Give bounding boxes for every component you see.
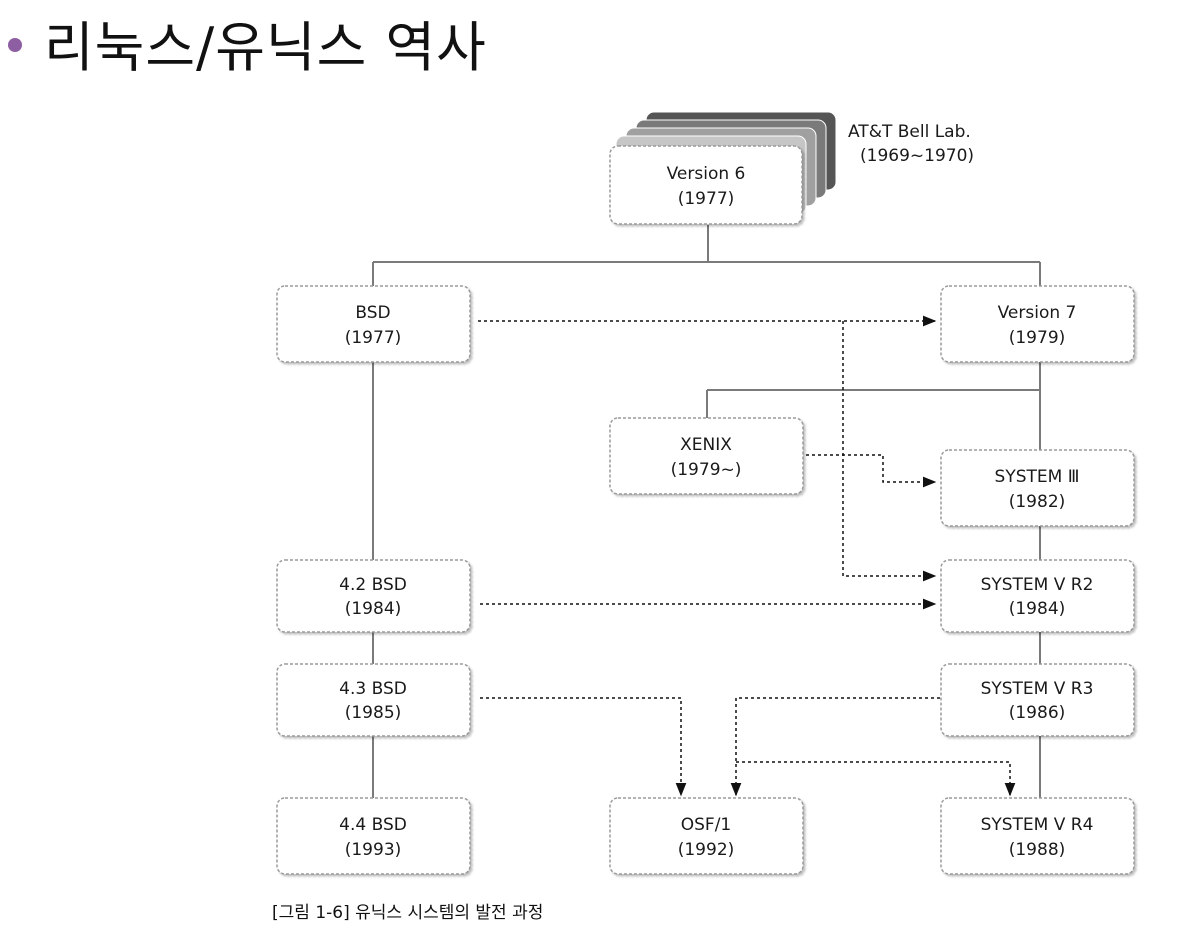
node-osf-1-year: (1992) bbox=[678, 840, 735, 860]
node-xenix-year: (1979~) bbox=[671, 460, 742, 480]
att-annotation-line1: AT&T Bell Lab. bbox=[848, 122, 971, 142]
arrow-bsd-to-s5r2 bbox=[842, 321, 937, 582]
solid-connectors bbox=[372, 225, 1041, 798]
node-4-4-bsd-name: 4.4 BSD bbox=[339, 815, 407, 835]
node-4-3-bsd-year: (1985) bbox=[345, 703, 402, 723]
node-osf-1: OSF/1 (1992) bbox=[609, 797, 804, 875]
node-version-6: Version 6 (1977) bbox=[609, 145, 803, 225]
node-version-7-year: (1979) bbox=[1009, 328, 1066, 348]
node-system-5-r4: SYSTEM V R4 (1988) bbox=[940, 797, 1135, 875]
node-system-5-r4-name: SYSTEM V R4 bbox=[981, 815, 1094, 835]
node-system-3-name: SYSTEM Ⅲ bbox=[995, 467, 1080, 487]
node-system-5-r3-year: (1986) bbox=[1009, 703, 1066, 723]
node-system-5-r3: SYSTEM V R3 (1986) bbox=[940, 663, 1135, 737]
arrow-43bsd-to-osf bbox=[480, 697, 687, 797]
node-system-3-year: (1982) bbox=[1009, 492, 1066, 512]
node-4-4-bsd-box bbox=[276, 797, 471, 875]
att-annotation: AT&T Bell Lab. (1969~1970) bbox=[848, 122, 974, 166]
node-system-5-r3-box bbox=[940, 663, 1135, 737]
node-version-6-name: Version 6 bbox=[667, 164, 746, 184]
node-4-3-bsd-name: 4.3 BSD bbox=[339, 679, 407, 699]
nodes: Version 6 (1977) BSD (1977) Version 7 (1… bbox=[276, 145, 1135, 875]
node-version-7-box bbox=[940, 285, 1135, 363]
node-system-3-box bbox=[940, 449, 1135, 527]
arrow-s5r3-to-s5r4 bbox=[736, 761, 1016, 797]
node-osf-1-box bbox=[609, 797, 804, 875]
dotted-arrows bbox=[478, 315, 1016, 797]
node-system-3: SYSTEM Ⅲ (1982) bbox=[940, 449, 1135, 527]
node-bsd-box bbox=[276, 285, 471, 363]
node-version-7: Version 7 (1979) bbox=[940, 285, 1135, 363]
page-title: 리눅스/유닉스 역사 bbox=[44, 15, 487, 79]
node-version-6-box bbox=[609, 145, 803, 225]
node-4-3-bsd-box bbox=[276, 663, 471, 737]
node-4-4-bsd: 4.4 BSD (1993) bbox=[276, 797, 471, 875]
page-header: 리눅스/유닉스 역사 bbox=[8, 2, 487, 82]
node-4-2-bsd-box bbox=[276, 559, 471, 633]
bullet-icon bbox=[8, 38, 22, 52]
node-bsd-name: BSD bbox=[355, 303, 390, 323]
node-version-7-name: Version 7 bbox=[998, 303, 1077, 323]
node-system-5-r4-year: (1988) bbox=[1009, 840, 1066, 860]
node-4-2-bsd-year: (1984) bbox=[345, 599, 402, 619]
node-xenix-name: XENIX bbox=[680, 435, 732, 455]
node-system-5-r2-name: SYSTEM V R2 bbox=[981, 575, 1094, 595]
node-system-5-r2-box bbox=[940, 559, 1135, 633]
node-4-2-bsd-name: 4.2 BSD bbox=[339, 575, 407, 595]
node-xenix: XENIX (1979~) bbox=[609, 417, 804, 495]
node-system-5-r2: SYSTEM V R2 (1984) bbox=[940, 559, 1135, 633]
node-xenix-box bbox=[609, 417, 804, 495]
node-version-6-year: (1977) bbox=[678, 189, 735, 209]
node-system-5-r2-year: (1984) bbox=[1009, 599, 1066, 619]
node-bsd-year: (1977) bbox=[345, 328, 402, 348]
node-4-3-bsd: 4.3 BSD (1985) bbox=[276, 663, 471, 737]
node-system-5-r3-name: SYSTEM V R3 bbox=[981, 679, 1094, 699]
node-bsd: BSD (1977) bbox=[276, 285, 471, 363]
figure-caption: [그림 1-6] 유닉스 시스템의 발전 과정 bbox=[272, 903, 544, 923]
att-annotation-line2: (1969~1970) bbox=[860, 146, 974, 166]
node-4-4-bsd-year: (1993) bbox=[345, 840, 402, 860]
arrow-s5r3-to-osf bbox=[730, 697, 940, 797]
node-system-5-r4-box bbox=[940, 797, 1135, 875]
node-4-2-bsd: 4.2 BSD (1984) bbox=[276, 559, 471, 633]
arrow-xenix-to-s3 bbox=[806, 454, 937, 488]
node-osf-1-name: OSF/1 bbox=[681, 815, 732, 835]
